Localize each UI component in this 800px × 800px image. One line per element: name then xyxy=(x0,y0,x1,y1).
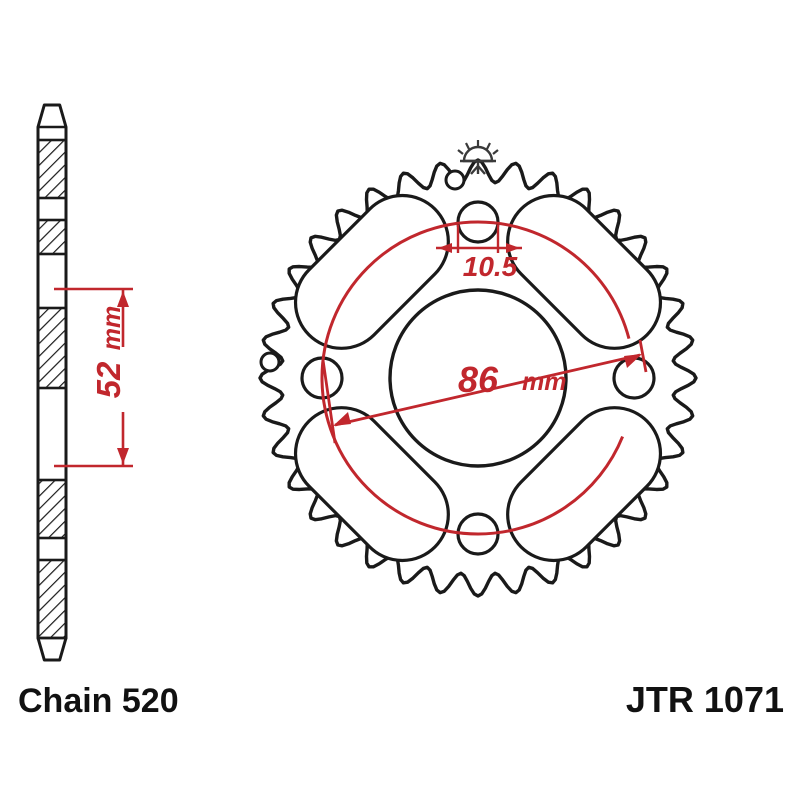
dim-105-value: 10.5 xyxy=(463,251,518,282)
sun-burst-icon xyxy=(457,140,499,175)
sprocket-edge-profile xyxy=(36,103,68,662)
edge-hatch-band-3 xyxy=(36,478,68,540)
centre-bore xyxy=(388,288,568,468)
dim-86-value: 86 xyxy=(458,359,499,400)
dimension-centre-bore-height: 52 mm xyxy=(54,287,133,468)
dimension-bolt-hole: 10.5 xyxy=(436,225,522,282)
alignment-pin-hole-0 xyxy=(444,169,466,191)
part-number-label: JTR 1071 xyxy=(626,679,784,720)
bolt-hole-1 xyxy=(612,356,656,400)
dim-86-unit: mm xyxy=(522,368,566,396)
dim-86-extension-right xyxy=(638,339,648,373)
dim-86-arrow-left xyxy=(333,412,351,426)
edge-hatch-band-1 xyxy=(36,218,68,256)
edge-hatch-band-4 xyxy=(36,558,68,640)
dimension-bolt-circle: 86 mm xyxy=(320,220,648,536)
chain-size-label: Chain 520 xyxy=(18,682,179,720)
dim-52-arrow-top xyxy=(117,291,129,307)
edge-hatch-band-0 xyxy=(36,138,68,200)
lightening-slots xyxy=(294,194,662,562)
dim-52-arrow-bottom xyxy=(117,448,129,464)
dim-52-unit: mm xyxy=(98,306,126,350)
dim-86-arrow-right xyxy=(624,354,642,368)
lightening-slot-1 xyxy=(506,194,662,350)
lightening-slot-3 xyxy=(294,406,450,562)
lightening-slot-2 xyxy=(506,406,662,562)
dim-86-extension-left xyxy=(321,359,337,444)
alignment-pin-hole-1 xyxy=(259,351,281,373)
dim-86-line xyxy=(334,353,641,427)
dim-105-arrow-right xyxy=(506,243,520,253)
edge-profile-hatching xyxy=(36,125,68,640)
dim-52-value: 52 xyxy=(90,361,127,398)
edge-hatch-band-2 xyxy=(36,306,68,390)
lightening-slot-0 xyxy=(294,194,450,350)
alignment-pin-holes xyxy=(259,169,466,373)
dim-105-arrow-left xyxy=(438,243,452,253)
sprocket-face-view xyxy=(258,140,698,598)
bolt-circle-reference xyxy=(320,220,636,536)
